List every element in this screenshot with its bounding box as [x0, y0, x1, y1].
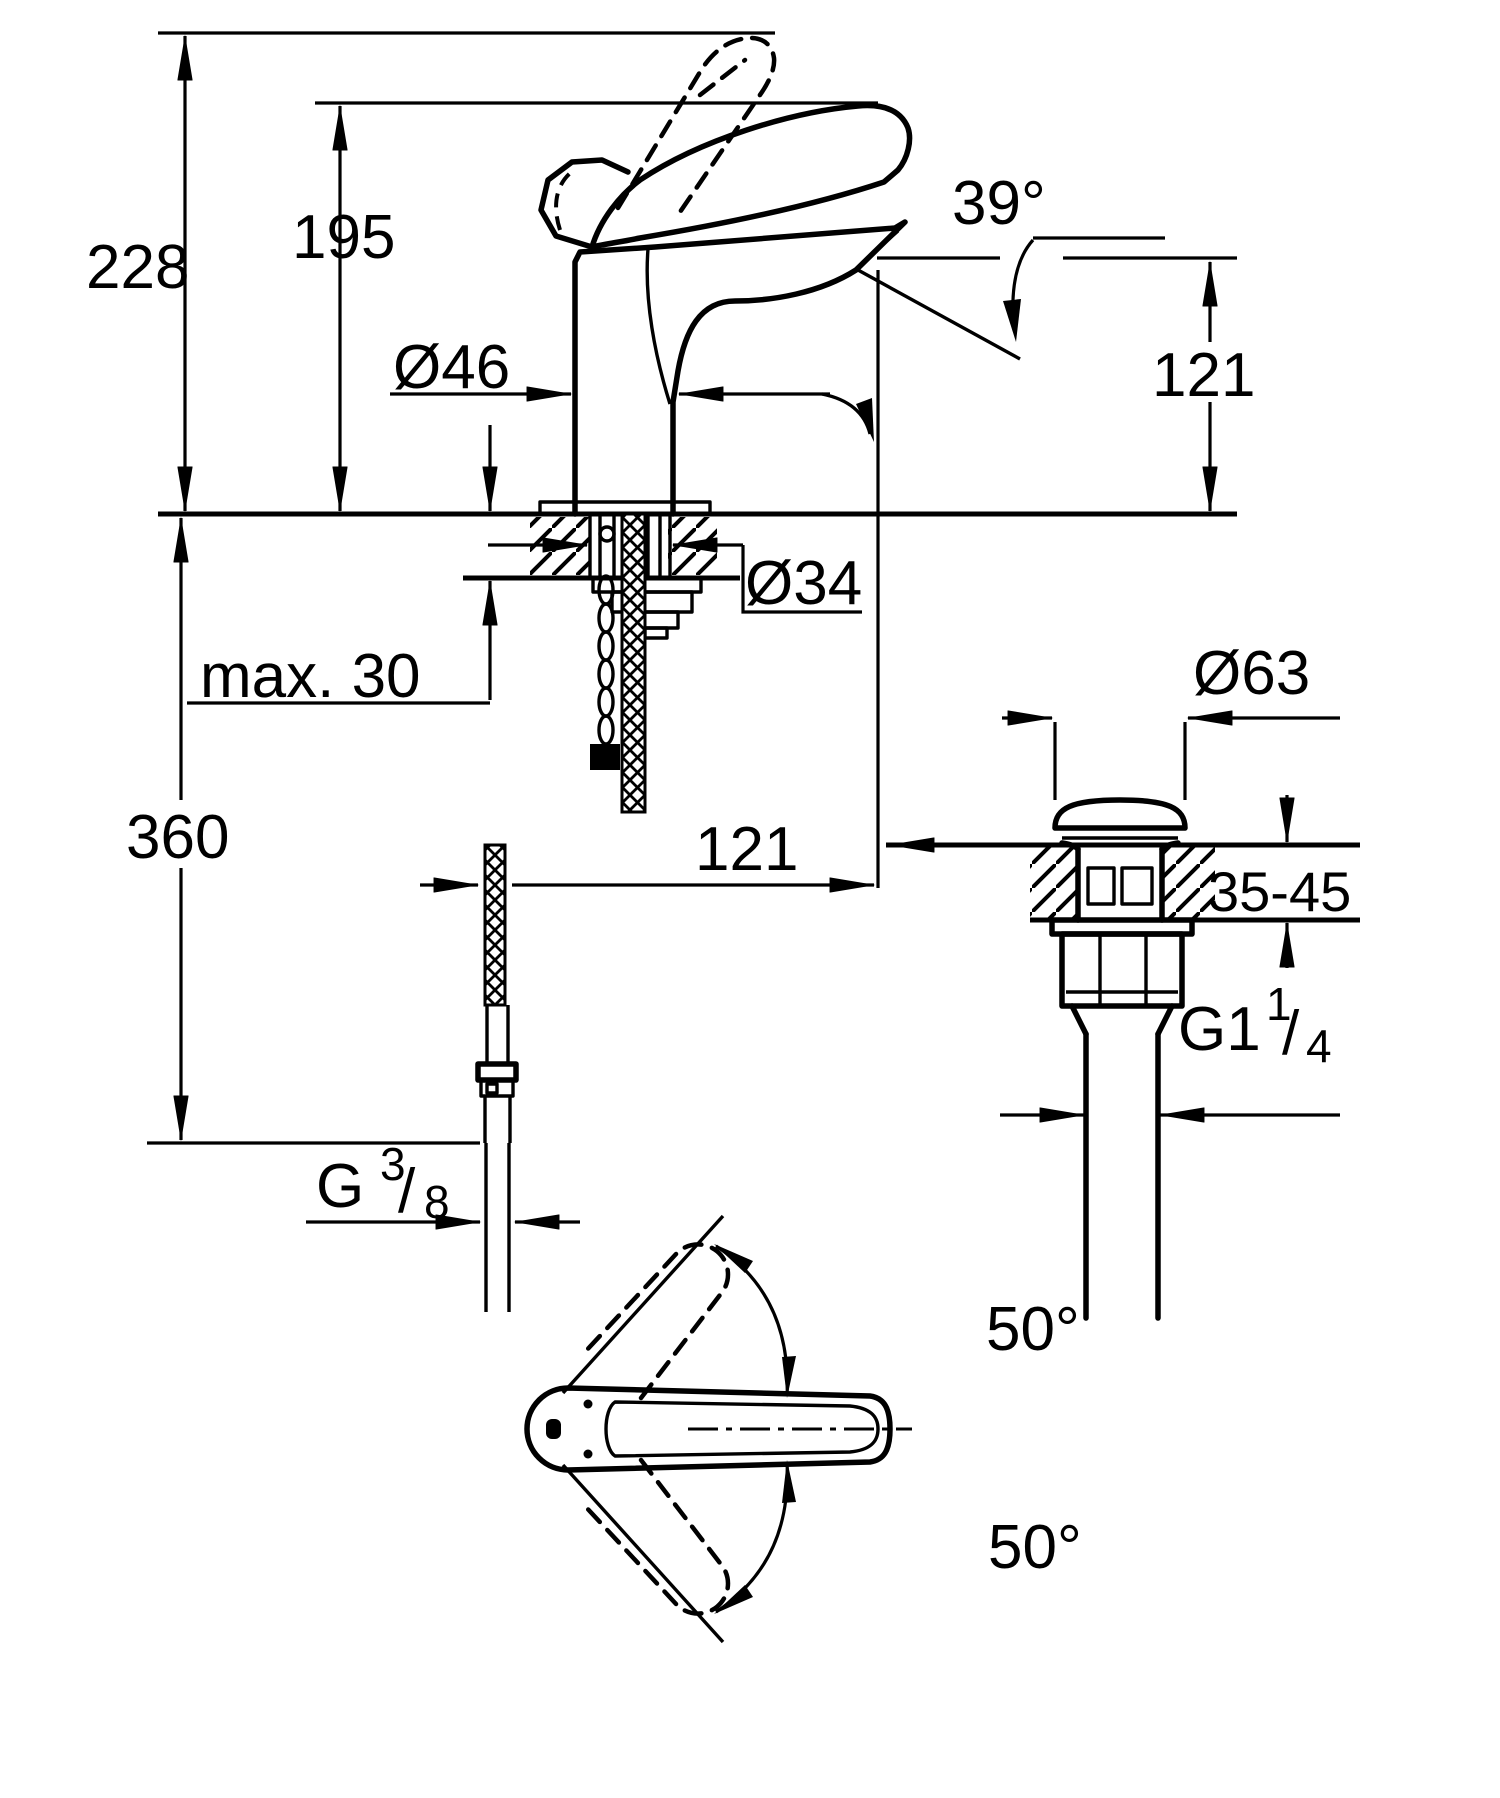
waste-port-left [1086, 866, 1116, 906]
g38-numerator: 3 [380, 1138, 406, 1190]
hose-connector-detail [485, 1082, 499, 1095]
waste-nut [1059, 931, 1185, 1009]
popup-rod-ball [598, 525, 616, 543]
angle-50-lower-label: 50° [988, 1513, 1082, 1582]
handle-dot-upper [583, 1399, 593, 1409]
g38-slash: / [398, 1157, 416, 1226]
waste-hatch-left [1030, 847, 1078, 918]
handle-plan-outline [524, 1385, 893, 1473]
g38-denominator: 8 [424, 1176, 450, 1228]
dia-34-label: Ø34 [745, 549, 862, 618]
lever-raised-inner-dashed [697, 57, 748, 98]
popup-housing-stub [643, 626, 669, 640]
g114-denominator: 4 [1306, 1020, 1332, 1072]
dim-228-label: 228 [86, 233, 189, 302]
swing-arc-lower-end-arrowhead-icon [782, 1460, 796, 1503]
faucet-body-spout [572, 219, 908, 517]
dim-121-reach-label: 121 [695, 815, 798, 884]
waste-cap-dome [1052, 797, 1188, 831]
faucet-side-view [158, 35, 1237, 1312]
waste-detail-view: Ø63 35-45 G1 1 / 4 [886, 639, 1360, 1321]
supply-hose-upper [620, 512, 647, 814]
dim-195-label: 195 [292, 203, 395, 272]
dim-35-45-label: 35-45 [1208, 860, 1351, 923]
handle-ghost-up [582, 1242, 731, 1401]
dia-63-label: Ø63 [1193, 639, 1310, 708]
reach-leader-arrowhead-icon [856, 398, 874, 442]
chain-weight [590, 744, 620, 770]
cartridge-dashed-detail [554, 168, 576, 231]
lever-raised-dashed [615, 35, 777, 215]
g114-slash: / [1282, 999, 1300, 1068]
angle-50-upper-label: 50° [986, 1295, 1080, 1364]
max-30-label: max. 30 [200, 642, 421, 711]
g114-numerator: 1 [1266, 978, 1292, 1030]
dim-360-label: 360 [126, 803, 229, 872]
handle-plan-inner [604, 1400, 880, 1458]
hose-connector-body [479, 1078, 515, 1098]
supply-hose-lower [483, 843, 507, 1007]
dim-34-leader [741, 545, 862, 614]
hose-connector-nut [475, 1061, 519, 1083]
g38-thread-label: G [316, 1152, 364, 1221]
stream-direction-line [857, 268, 1021, 361]
lever-solid [589, 102, 913, 250]
main-view-dimensions: 228 195 Ø46 39° 121 Ø34 max. 30 [86, 31, 1255, 1230]
handle-ghost-down [582, 1457, 731, 1616]
handle-dot-lower [583, 1449, 593, 1459]
waste-taper [1069, 1003, 1175, 1037]
swing-arc-upper-end-arrowhead-icon [782, 1356, 796, 1398]
dia-46-label: Ø46 [393, 333, 510, 402]
waste-hatch-right [1162, 847, 1215, 918]
swing-arc-upper-arrowhead-icon [714, 1244, 753, 1273]
angle-39-label: 39° [952, 169, 1046, 238]
dim-121-height-label: 121 [1152, 341, 1255, 410]
aerator-line-2 [866, 235, 892, 260]
angle-39-arrowhead-icon [1003, 299, 1021, 342]
swing-arc-lower-arrowhead-icon [714, 1585, 753, 1614]
handle-top-view: 50° 50° [524, 1214, 1082, 1644]
pop-up-chain [597, 574, 615, 746]
spout-body-junction-curve [645, 248, 672, 405]
g114-thread-label: G1 [1178, 995, 1261, 1064]
waste-port-right [1120, 866, 1154, 906]
lever-rear-knuckle [538, 157, 631, 250]
handle-slot-detail [546, 1419, 561, 1439]
